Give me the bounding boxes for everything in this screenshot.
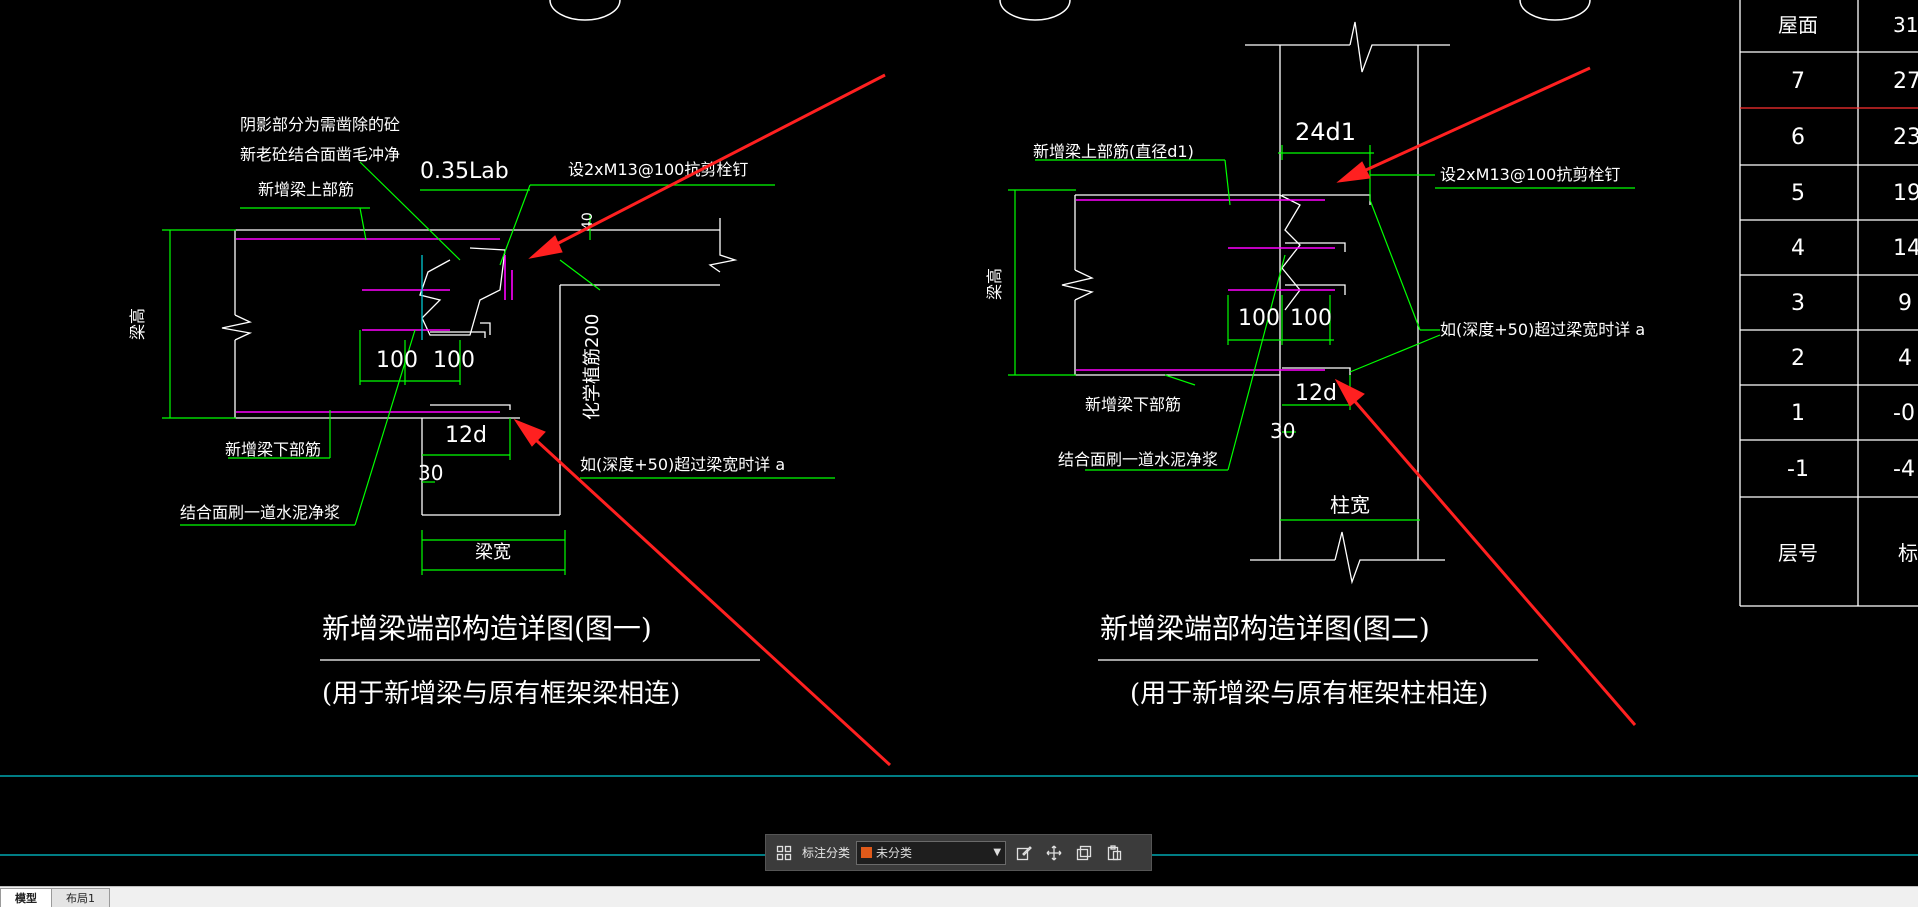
fig1-dim-12d: 12d [445,423,487,448]
table-elev-4: 14 [1893,236,1918,261]
fig2-bottom-bar-label: 新增梁下部筋 [1085,395,1181,414]
fig2-dim-100b: 100 [1290,306,1332,331]
fig1-title: 新增梁端部构造详图(图一) [322,612,652,645]
fig2-cement-label: 结合面刷一道水泥净浆 [1058,450,1218,469]
fig1-chem-label: 化学植筋200 [582,314,603,420]
category-color-swatch [861,847,873,858]
grid-icon[interactable] [772,841,796,865]
annotation-toolbar: 标注分类 未分类 ▼ [765,834,1152,871]
move-icon[interactable] [1042,841,1066,865]
fig2-dim-12d: 12d [1295,381,1337,406]
table-floor-6: 2 [1791,346,1805,371]
floor-table: 屋面 31 7 27 6 23 5 19 4 14 3 9 2 4 1 -0 -… [1778,13,1918,565]
layout-tabs: 模型 布局1 [0,886,1918,907]
fig2-top-bar-label: 新增梁上部筋(直径d1) [1033,142,1194,161]
fig2-col-width: 柱宽 [1330,493,1370,517]
cad-drawing-canvas[interactable]: 阴影部分为需凿除的砼 新老砼结合面凿毛冲净 新增梁上部筋 0.35Lab 设2x… [0,0,1918,886]
drawing-svg: 阴影部分为需凿除的砼 新老砼结合面凿毛冲净 新增梁上部筋 0.35Lab 设2x… [0,0,1918,856]
fig1-beam-width: 梁宽 [475,542,511,563]
fig1-cement-label: 结合面刷一道水泥净浆 [180,503,340,522]
detail-callouts [549,0,1591,21]
table-elev-5: 9 [1898,291,1912,316]
paste-icon[interactable] [1102,841,1126,865]
annotation-category-select[interactable]: 未分类 ▼ [856,840,1007,865]
fig1-shadow-note-2: 新老砼结合面凿毛冲净 [240,145,400,164]
tab-layout1-label: 布局1 [66,892,95,905]
table-elev-8: -4 [1893,457,1915,482]
red-annotation-arrows [513,66,1637,767]
fig1-top-bar-label: 新增梁上部筋 [258,180,354,199]
fig1-beam-height: 梁高 [128,308,147,340]
chevron-down-icon: ▼ [993,847,1002,858]
table-floor-1: 7 [1791,69,1805,94]
fig1-bottom-bar-label: 新增梁下部筋 [225,440,321,459]
tab-model[interactable]: 模型 [0,888,52,907]
table-elev-0: 31 [1893,13,1918,37]
fig2-dim-100a: 100 [1238,306,1280,331]
fig2-beam-height: 梁高 [985,268,1004,300]
table-elev-1: 27 [1893,69,1918,94]
fig2-dim-24d1: 24d1 [1295,118,1356,146]
fig1-dim-100a: 100 [376,348,418,373]
table-floor-7: 1 [1791,401,1805,426]
table-header-elev: 标 [1898,541,1918,565]
table-elev-7: -0 [1893,401,1915,426]
table-elev-6: 4 [1898,346,1912,371]
table-floor-4: 4 [1791,236,1805,261]
fig1-detail [162,161,835,661]
fig2-bolts-label: 设2xM13@100抗剪栓钉 [1440,165,1620,184]
category-selected-value: 未分类 [876,846,913,860]
fig2-subtitle: (用于新增梁与原有框架柱相连) [1130,679,1488,709]
table-floor-8: -1 [1787,457,1809,482]
fig1-bolts-label: 设2xM13@100抗剪栓钉 [568,160,748,179]
fig1-depth-note: 如(深度+50)超过梁宽时详 a [580,455,785,474]
fig2-dim-30: 30 [1270,419,1295,443]
tab-layout1[interactable]: 布局1 [51,888,110,907]
fig2-depth-note: 如(深度+50)超过梁宽时详 a [1440,320,1645,339]
edit-icon[interactable] [1012,841,1036,865]
fig1-shadow-note-1: 阴影部分为需凿除的砼 [240,115,400,134]
tab-model-label: 模型 [15,892,37,905]
table-elev-2: 23 [1893,125,1918,150]
table-floor-3: 5 [1791,181,1805,206]
table-header-floor: 层号 [1778,541,1818,565]
table-floor-0: 屋面 [1778,13,1818,37]
floor-table-grid [1739,0,1918,607]
copy-icon[interactable] [1072,841,1096,865]
fig1-subtitle: (用于新增梁与原有框架梁相连) [322,679,680,709]
fig1-anchor-label: 0.35Lab [420,159,509,184]
fig1-dim-30: 30 [418,461,443,485]
table-floor-5: 3 [1791,291,1805,316]
annotation-category-label: 标注分类 [802,846,851,860]
fig2-title: 新增梁端部构造详图(图二) [1100,612,1430,645]
table-elev-3: 19 [1893,181,1918,206]
fig1-dim-100b: 100 [433,348,475,373]
table-floor-2: 6 [1791,125,1805,150]
